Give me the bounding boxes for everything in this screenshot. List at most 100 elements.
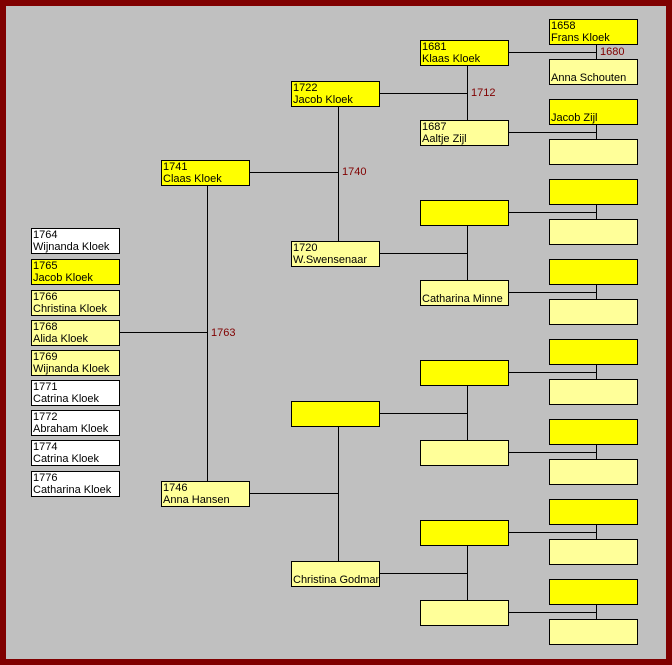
person-year	[550, 420, 637, 432]
father-box-gen3[interactable]	[420, 520, 509, 546]
person-name: Klaas Kloek	[422, 53, 481, 65]
father-box-gen2[interactable]	[291, 401, 380, 427]
person-year	[550, 500, 637, 512]
person-name	[550, 352, 637, 364]
person-name	[550, 272, 637, 284]
person-year	[550, 100, 637, 112]
mother-box-gen4[interactable]: Anna Schouten	[549, 59, 638, 85]
connector-line	[596, 364, 597, 379]
person-name	[550, 232, 637, 244]
mother-box-gen4[interactable]	[549, 299, 638, 325]
mother-box-gen4[interactable]	[549, 139, 638, 165]
person-name: Frans Kloek	[551, 32, 610, 44]
marriage-year: 1740	[342, 166, 367, 178]
connector-line	[508, 532, 596, 533]
father-box-gen4[interactable]	[549, 339, 638, 365]
person-name	[550, 152, 637, 164]
father-box-gen4[interactable]	[549, 419, 638, 445]
connector-line	[508, 452, 596, 453]
connector-line	[508, 52, 596, 53]
marriage-year: 1763	[211, 327, 236, 339]
person-year	[421, 361, 508, 373]
father-box-gen4[interactable]	[549, 179, 638, 205]
father-box-gen4[interactable]	[549, 499, 638, 525]
person-year	[550, 380, 637, 392]
person-name: Catrina Kloek	[33, 453, 100, 465]
person-name: Jacob Kloek	[33, 272, 93, 284]
father-box-gen3[interactable]	[420, 200, 509, 226]
mother-box-gen4[interactable]	[549, 619, 638, 645]
person-name	[421, 533, 508, 545]
person-year: 1722	[293, 82, 318, 94]
person-name	[550, 472, 637, 484]
connector-line	[379, 93, 467, 94]
person-name: Jacob Zijl	[551, 112, 598, 124]
person-name: Wijnanda Kloek	[33, 363, 110, 375]
person-year	[550, 540, 637, 552]
mother-box-gen4[interactable]	[549, 219, 638, 245]
connector-line	[508, 372, 596, 373]
person-name: Anna Hansen	[163, 494, 230, 506]
connector-line	[508, 612, 596, 613]
mother-box-gen3[interactable]	[420, 440, 509, 466]
mother-box-gen4[interactable]	[549, 379, 638, 405]
person-name	[550, 312, 637, 324]
person-year	[550, 180, 637, 192]
person-name: Alida Kloek	[33, 333, 89, 345]
person-name: Catrina Kloek	[33, 393, 100, 405]
person-year: 1771	[33, 381, 58, 393]
person-year: 1776	[33, 472, 58, 484]
connector-line	[119, 332, 207, 333]
person-name: W.Swensenaar	[293, 254, 367, 266]
person-year	[550, 580, 637, 592]
person-year: 1774	[33, 441, 58, 453]
mother-box-gen4[interactable]	[549, 459, 638, 485]
father-box-gen4[interactable]	[549, 259, 638, 285]
person-year: 1764	[33, 229, 58, 241]
father-box-gen4[interactable]: Jacob Zijl	[549, 99, 638, 125]
connector-line	[379, 573, 467, 574]
person-name	[421, 453, 508, 465]
marriage-year: 1712	[471, 87, 496, 99]
connector-line	[467, 385, 468, 440]
connector-line	[338, 106, 339, 241]
mother-box-gen4[interactable]	[549, 539, 638, 565]
person-name: Wijnanda Kloek	[33, 241, 110, 253]
person-year: 1681	[422, 41, 447, 53]
mother-box-gen2[interactable]: Christina Godmanse	[291, 561, 380, 587]
mother-box-gen3[interactable]: Catharina Minne	[420, 280, 509, 306]
father-box-gen3[interactable]	[420, 360, 509, 386]
mother-box-gen3[interactable]	[420, 600, 509, 626]
connector-line	[596, 284, 597, 299]
connector-line	[508, 132, 596, 133]
person-year	[421, 281, 508, 293]
person-year	[292, 402, 379, 414]
person-name	[550, 512, 637, 524]
connector-line	[249, 493, 338, 494]
person-year	[550, 460, 637, 472]
person-year: 1720	[293, 242, 318, 254]
connector-line	[596, 444, 597, 459]
person-name: Aaltje Zijl	[422, 133, 467, 145]
person-name	[550, 592, 637, 604]
person-name: Claas Kloek	[163, 173, 222, 185]
person-name	[421, 613, 508, 625]
father-box-gen4[interactable]	[549, 579, 638, 605]
